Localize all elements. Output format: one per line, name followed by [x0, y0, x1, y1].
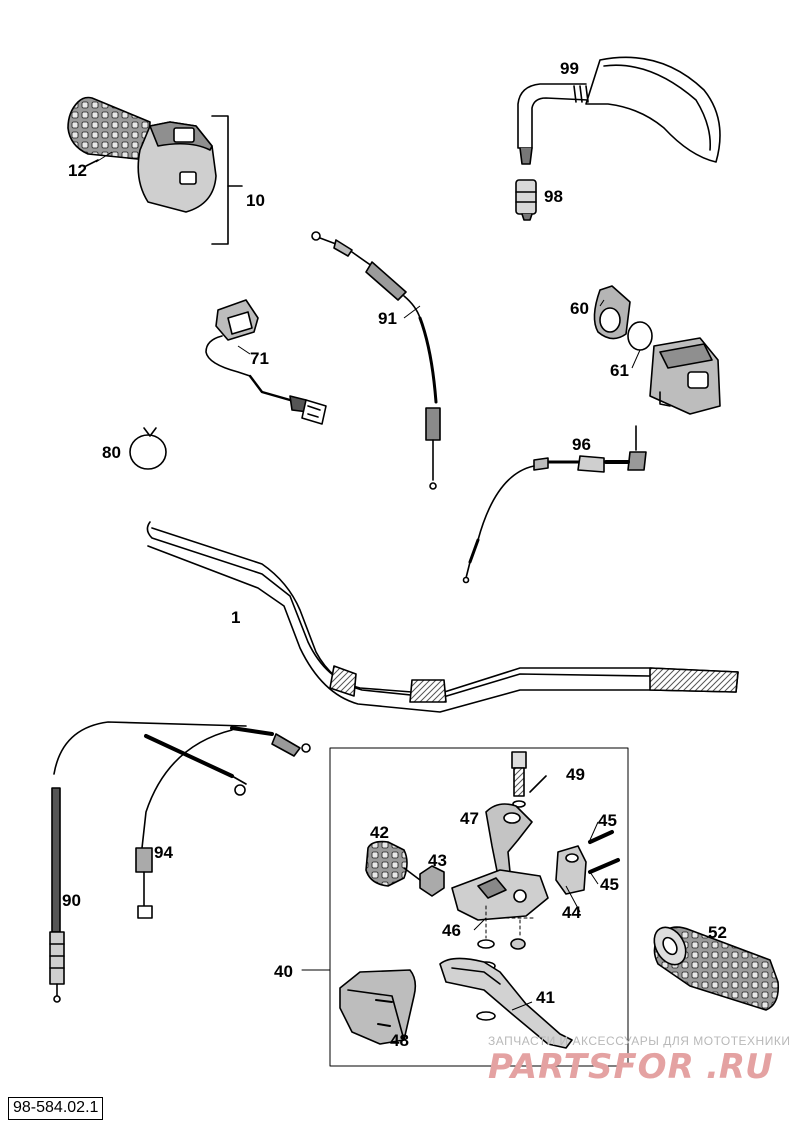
- label-part-94: 94: [154, 843, 173, 862]
- label-part-42: 42: [370, 823, 389, 842]
- clutch-lever-parts: [339, 751, 620, 1049]
- handlebar: [146, 521, 739, 713]
- label-part-91: 91: [378, 309, 397, 328]
- watermark-domain: .RU: [706, 1047, 773, 1087]
- hot-start-cable: [462, 425, 647, 584]
- watermark-tagline: ЗАПЧАСТИ И АКСЕССУАРЫ ДЛЯ МОТОТЕХНИКИ: [488, 1034, 790, 1048]
- hose-clamp: [129, 427, 167, 470]
- label-part-45-upper: 45: [598, 811, 617, 830]
- part-labels: 1 10 12 40 41 42 43 44 45 45 46 47 48 49…: [62, 59, 727, 1050]
- drawing-code: 98-584.02.1: [8, 1097, 104, 1120]
- label-part-10: 10: [246, 191, 265, 210]
- clutch-lever-assembly-frame: [329, 747, 629, 1067]
- leader-lines: [95, 151, 641, 1011]
- label-part-80: 80: [102, 443, 121, 462]
- label-part-99: 99: [560, 59, 579, 78]
- label-part-46: 46: [442, 921, 461, 940]
- switch-housing-assembly: [593, 285, 721, 415]
- clutch-cable: [49, 721, 247, 1003]
- label-part-45-lower: 45: [600, 875, 619, 894]
- throttle-cable: [311, 231, 441, 490]
- label-part-41: 41: [536, 988, 555, 1007]
- label-part-60: 60: [570, 299, 589, 318]
- label-part-1: 1: [231, 608, 240, 627]
- label-part-43: 43: [428, 851, 447, 870]
- label-part-44: 44: [562, 903, 581, 922]
- label-part-47: 47: [460, 809, 479, 828]
- label-part-40: 40: [274, 962, 293, 981]
- label-part-96: 96: [572, 435, 591, 454]
- label-part-90: 90: [62, 891, 81, 910]
- kill-switch: [205, 299, 327, 425]
- label-part-49: 49: [566, 765, 585, 784]
- decompression-cable: [135, 726, 311, 919]
- watermark-brand: PARTSFOR: [488, 1047, 695, 1087]
- left-grip: [653, 926, 780, 1011]
- watermark: ЗАПЧАСТИ И АКСЕССУАРЫ ДЛЯ МОТОТЕХНИКИ PA…: [488, 1034, 790, 1087]
- throttle-grip-assembly: [67, 96, 243, 245]
- label-part-48: 48: [390, 1031, 409, 1050]
- label-part-52: 52: [708, 923, 727, 942]
- label-part-71: 71: [250, 349, 269, 368]
- label-part-61: 61: [610, 361, 629, 380]
- label-part-12: 12: [68, 161, 87, 180]
- label-part-98: 98: [544, 187, 563, 206]
- mirror-assembly: [515, 56, 721, 221]
